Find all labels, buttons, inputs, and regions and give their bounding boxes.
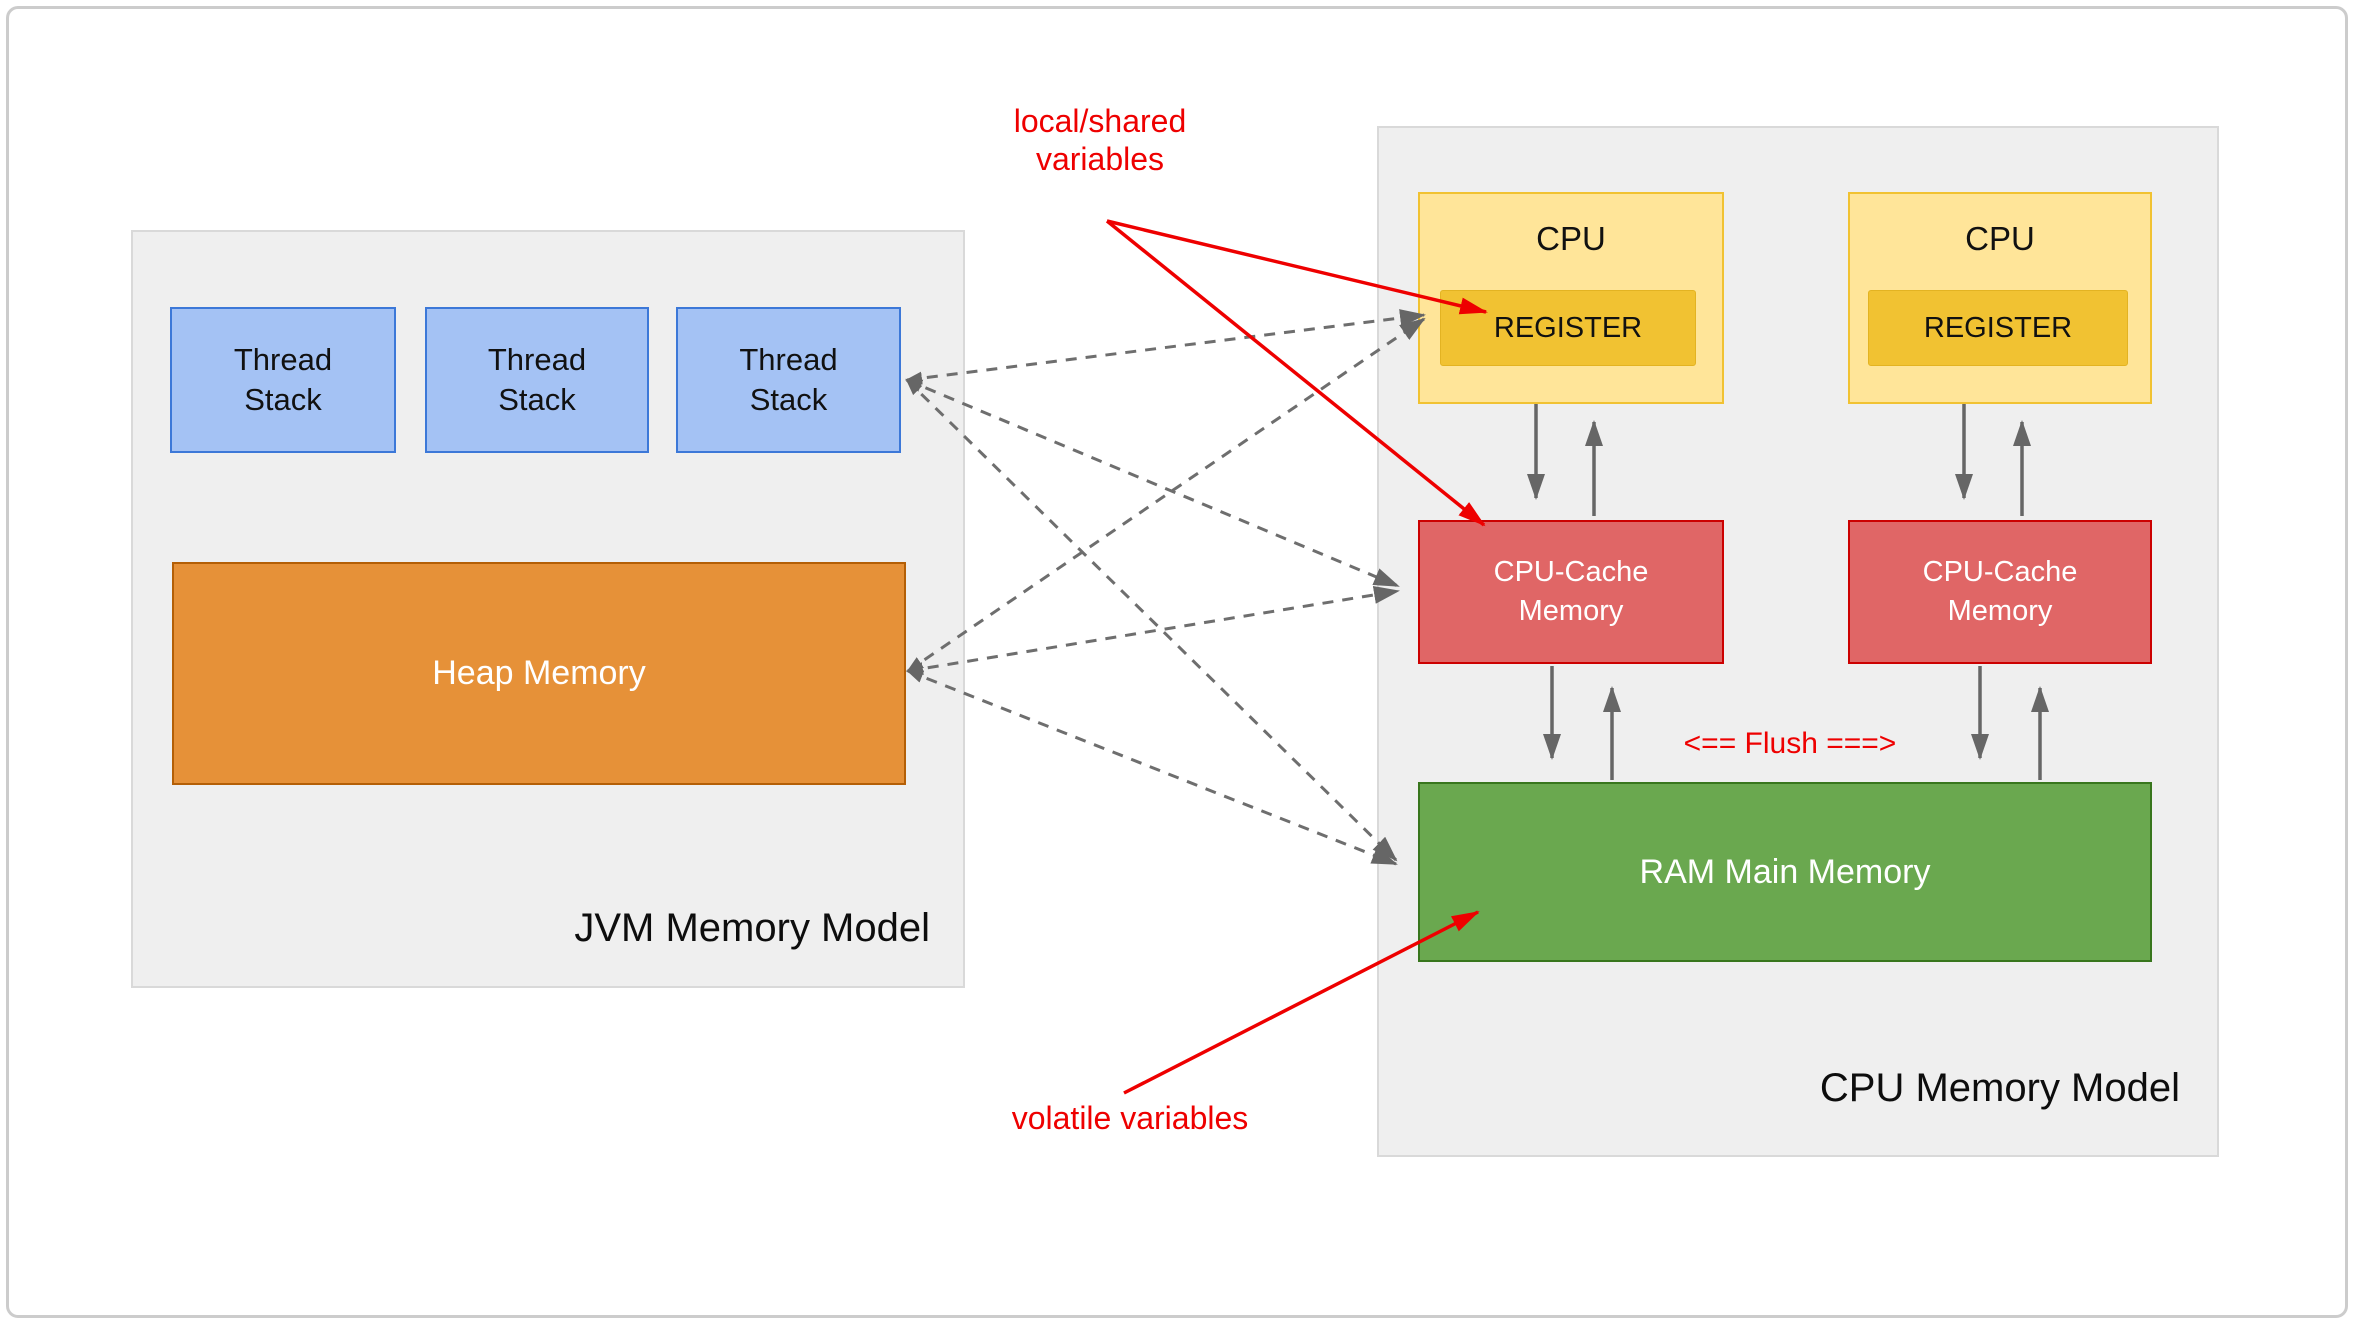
thread-stack-label: Thread Stack [233,341,333,417]
cpu-cache-label: CPU-Cache Memory [1922,555,2078,627]
cpu-panel-title: CPU Memory Model [1819,1066,2180,1110]
register-box-2: REGISTER [1868,290,2128,366]
cpu-label: CPU [1965,220,2035,257]
thread-stack-label: Thread Stack [487,341,587,417]
volatile-variables-annotation: volatile variables [1011,1100,1249,1136]
ram-main-memory-box: RAM Main Memory [1418,782,2152,962]
register-box-1: REGISTER [1440,290,1696,366]
canvas-border [6,6,2348,1318]
jvm-panel-title: JVM Memory Model [574,906,930,950]
thread-stack-box-2: Thread Stack [425,307,649,453]
thread-stack-label: Thread Stack [739,341,838,417]
register-label: REGISTER [1493,311,1643,344]
flush-annotation: <== Flush ===> [1683,727,1897,760]
cpu-cache-box-2: CPU-Cache Memory [1848,520,2152,664]
ram-main-memory-label: RAM Main Memory [1639,852,1931,891]
cpu-label: CPU [1536,220,1606,257]
thread-stack-box-3: Thread Stack [676,307,901,453]
register-label: REGISTER [1923,311,2073,344]
local-shared-variables-annotation: local/shared variables [1013,103,1187,177]
cpu-cache-label: CPU-Cache Memory [1493,555,1649,627]
thread-stack-box-1: Thread Stack [170,307,396,453]
cpu-cache-box-1: CPU-Cache Memory [1418,520,1724,664]
heap-memory-box: Heap Memory [172,562,906,785]
heap-memory-label: Heap Memory [432,654,646,692]
